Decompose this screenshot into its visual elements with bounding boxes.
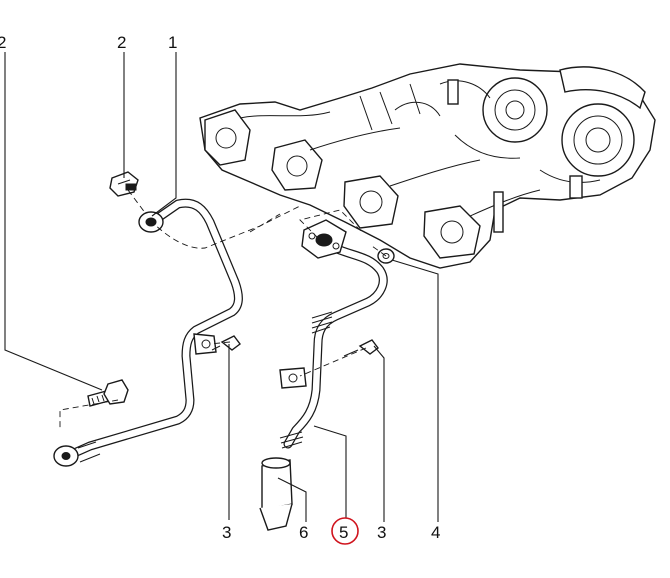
callout-2-left: 2 [0,33,6,52]
callout-3-left: 3 [222,523,231,542]
highlight-circle [331,517,359,545]
callout-2-top: 2 [117,33,126,52]
part-5-oil-return-pipe [279,219,388,449]
callout-4: 4 [431,523,440,542]
part-4-gasket [377,248,395,264]
part-3-bolt-right [343,339,379,357]
turbocharger-manifold-assembly [199,63,656,269]
callout-labels: 2 2 1 3 6 5 3 4 [0,33,440,545]
callout-5: 5 [339,523,348,542]
callout-1: 1 [168,33,177,52]
part-2-bolt-top [109,171,139,197]
assembly-dashed-lines [59,189,387,428]
part-6-sleeve [259,457,293,531]
callout-6: 6 [299,523,308,542]
callout-3-right: 3 [377,523,386,542]
leader-lines [4,52,439,522]
part-2-bolt-left [87,379,129,407]
part-1-oil-feed-pipe [53,198,243,467]
